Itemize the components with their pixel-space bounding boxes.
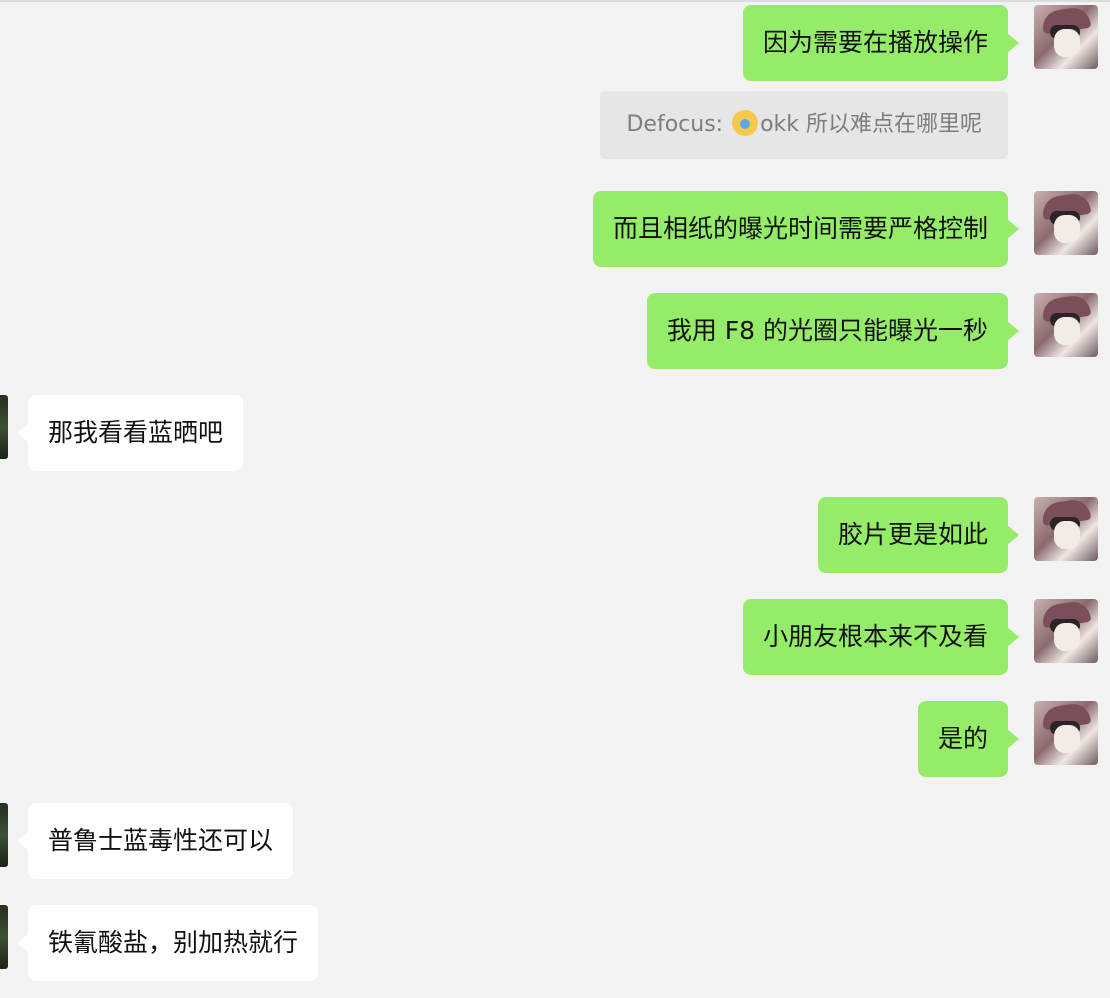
contact-avatar[interactable] bbox=[0, 905, 8, 969]
crying-face-emoji-icon bbox=[732, 110, 759, 136]
outgoing-message-bubble[interactable]: 因为需要在播放操作 bbox=[742, 5, 1020, 81]
top-divider bbox=[0, 0, 1110, 2]
outgoing-message-bubble[interactable]: 胶片更是如此 bbox=[817, 497, 1020, 573]
my-avatar[interactable] bbox=[1034, 497, 1098, 561]
message-row-outgoing: 小朋友根本来不及看 bbox=[0, 599, 1110, 675]
message-row-outgoing: 胶片更是如此 bbox=[0, 497, 1110, 573]
incoming-message-bubble[interactable]: 普鲁士蓝毒性还可以 bbox=[16, 803, 294, 879]
message-row-outgoing: 是的 bbox=[0, 701, 1110, 777]
outgoing-message-bubble[interactable]: 小朋友根本来不及看 bbox=[742, 599, 1020, 675]
my-avatar[interactable] bbox=[1034, 293, 1098, 357]
message-row-outgoing: 而且相纸的曝光时间需要严格控制 bbox=[0, 191, 1110, 267]
message-row-incoming: 普鲁士蓝毒性还可以 bbox=[0, 803, 1110, 879]
outgoing-message-bubble[interactable]: 是的 bbox=[917, 701, 1020, 777]
quote-sender: Defocus: bbox=[626, 112, 731, 137]
message-row-quote: Defocus: okk 所以难点在哪里呢 bbox=[0, 91, 1110, 159]
message-row-incoming: 那我看看蓝晒吧 bbox=[0, 395, 1110, 471]
my-avatar[interactable] bbox=[1034, 5, 1098, 69]
incoming-message-bubble[interactable]: 那我看看蓝晒吧 bbox=[16, 395, 244, 471]
contact-avatar[interactable] bbox=[0, 395, 8, 459]
message-row-outgoing: 因为需要在播放操作 bbox=[0, 5, 1110, 81]
my-avatar[interactable] bbox=[1034, 701, 1098, 765]
my-avatar[interactable] bbox=[1034, 599, 1098, 663]
outgoing-message-bubble[interactable]: 而且相纸的曝光时间需要严格控制 bbox=[592, 191, 1020, 267]
outgoing-message-bubble[interactable]: 我用 F8 的光圈只能曝光一秒 bbox=[646, 293, 1020, 369]
message-row-incoming: 铁氰酸盐，别加热就行 bbox=[0, 905, 1110, 981]
message-row-outgoing: 我用 F8 的光圈只能曝光一秒 bbox=[0, 293, 1110, 369]
my-avatar[interactable] bbox=[1034, 191, 1098, 255]
incoming-message-bubble[interactable]: 铁氰酸盐，别加热就行 bbox=[16, 905, 319, 981]
quoted-message[interactable]: Defocus: okk 所以难点在哪里呢 bbox=[600, 91, 1008, 159]
quote-text: okk 所以难点在哪里呢 bbox=[760, 112, 982, 137]
contact-avatar[interactable] bbox=[0, 803, 8, 867]
